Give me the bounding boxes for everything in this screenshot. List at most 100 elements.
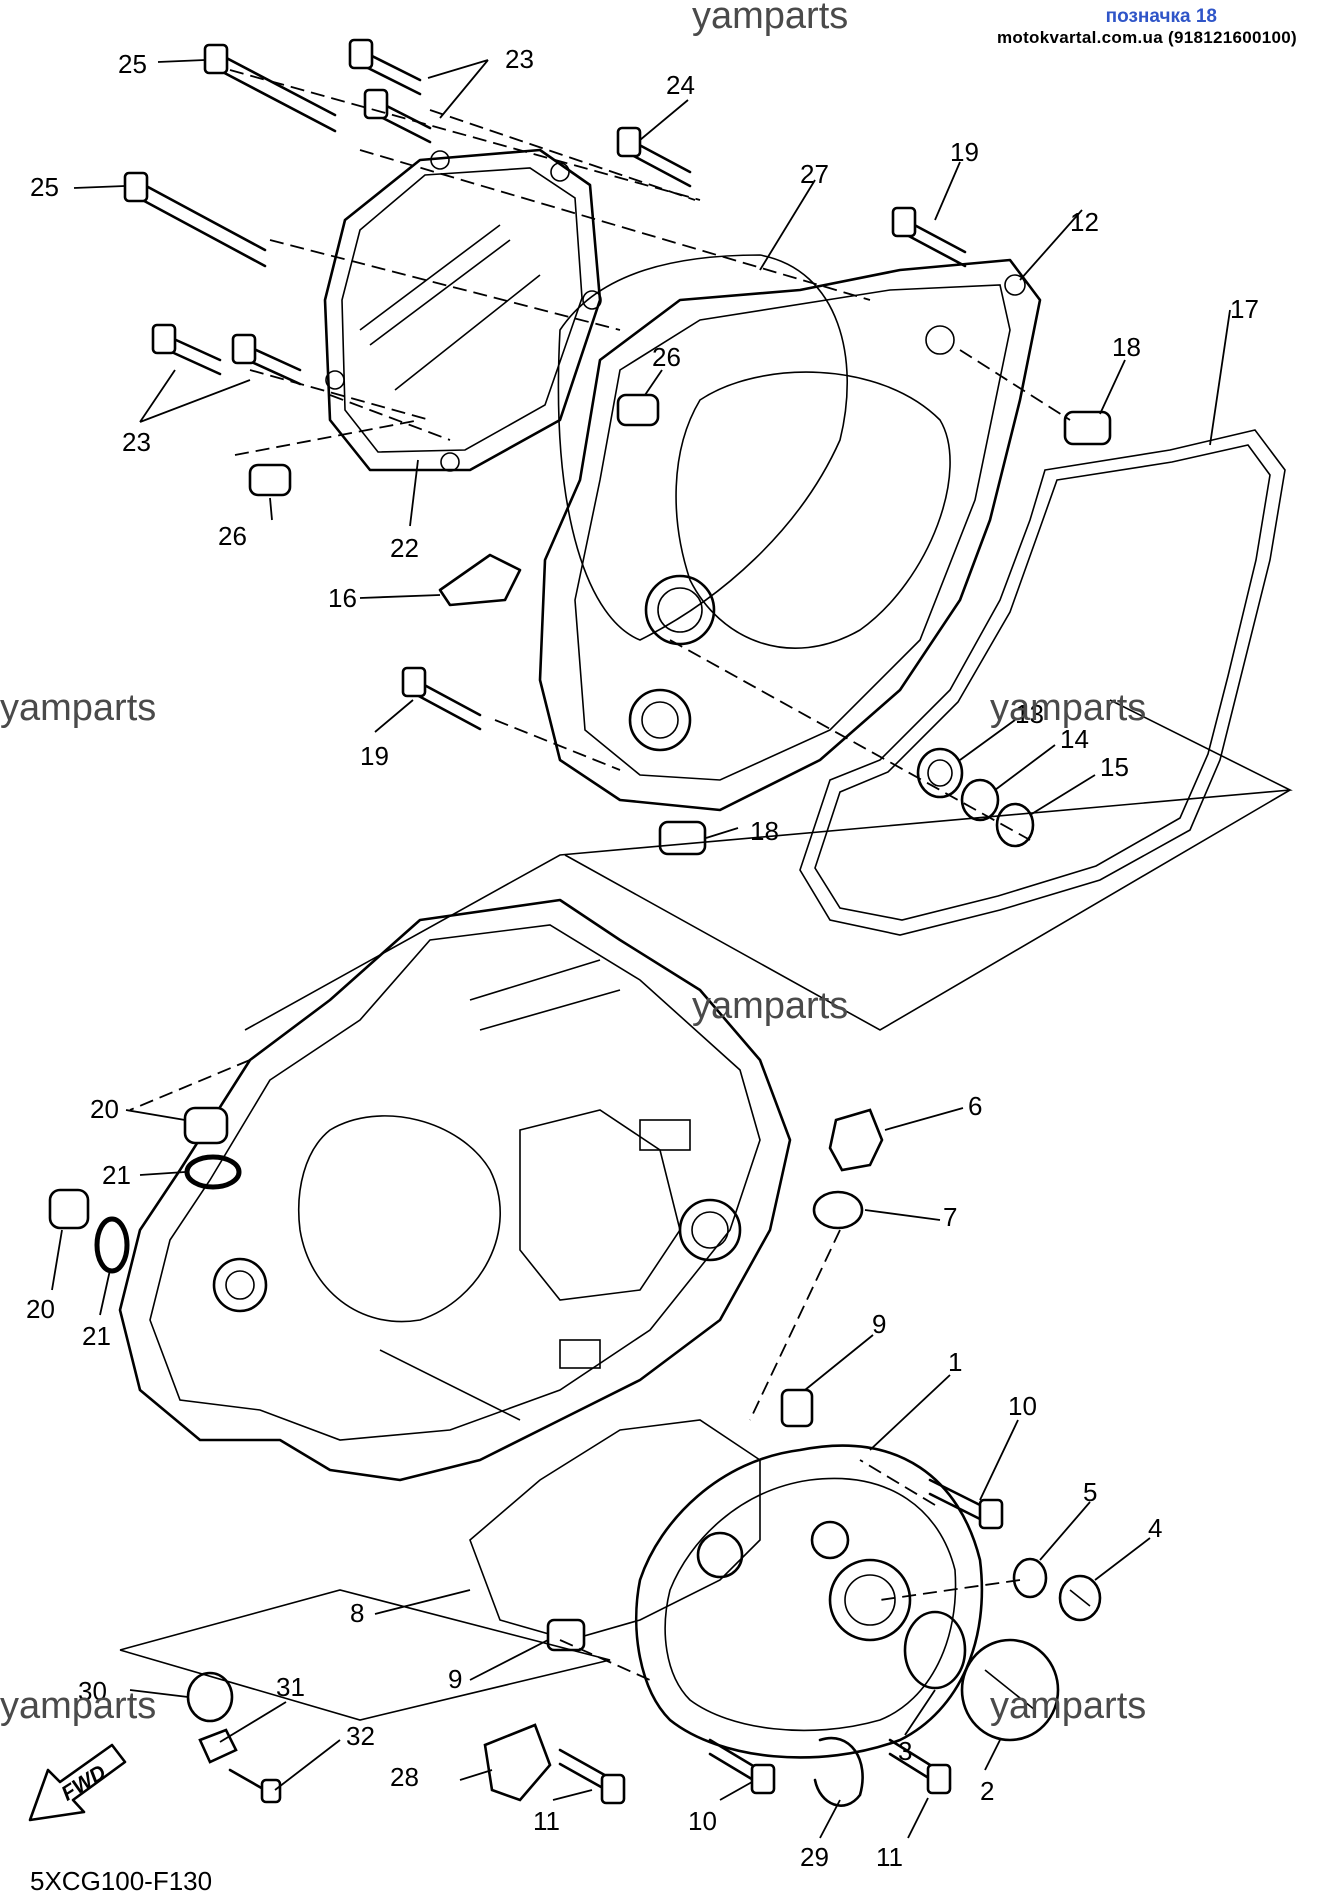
reference-lines (129, 69, 1071, 1681)
washer-14 (960, 778, 1000, 822)
bolt-10-a (928, 1478, 1004, 1530)
clamp-29 (813, 1736, 864, 1807)
seal-13 (916, 747, 964, 799)
cover-gasket-27 (557, 254, 849, 641)
callout-19: 19 (360, 741, 389, 771)
callout-11: 11 (533, 1806, 560, 1836)
callout-19: 19 (950, 137, 979, 167)
oring-5 (1012, 1557, 1048, 1599)
callout-11: 11 (876, 1842, 903, 1872)
circlip-15 (995, 802, 1035, 848)
diagram-code: 5XCG100-F130 (30, 1866, 213, 1896)
callout-4: 4 (1148, 1513, 1162, 1543)
callout-15: 15 (1100, 752, 1129, 782)
watermark: yamparts (692, 985, 848, 1027)
callout-13: 13 (1015, 699, 1044, 729)
bolt-25-a (203, 43, 337, 133)
callout-10: 10 (688, 1806, 717, 1836)
crankcase (118, 898, 792, 1482)
callout-17: 17 (1230, 294, 1259, 324)
outline-frames (119, 699, 1293, 1721)
clutch-cover-outer (323, 148, 602, 472)
callout-25: 25 (30, 172, 59, 202)
callout-30: 30 (78, 1676, 107, 1706)
magneto-cover-1 (634, 1444, 984, 1759)
callout-20: 20 (26, 1294, 55, 1324)
callout-22: 22 (390, 533, 419, 563)
oring-7 (812, 1190, 864, 1230)
watermark: yamparts (0, 687, 156, 729)
fwd-label: FWD (57, 1761, 110, 1806)
callout-18: 18 (1112, 332, 1141, 362)
watermark: yamparts (990, 687, 1146, 729)
callout-26: 26 (218, 521, 247, 551)
dowel-20-a (183, 1106, 229, 1145)
callout-1: 1 (948, 1347, 962, 1377)
oring-21-a (184, 1154, 242, 1190)
dowel-18-b (658, 820, 707, 856)
callout-20: 20 (90, 1094, 119, 1124)
oring-3 (903, 1610, 967, 1690)
callout-32: 32 (346, 1721, 375, 1751)
callout-12: 12 (1070, 207, 1099, 237)
bolt-11-a (558, 1748, 626, 1805)
crankcase-cover-12 (538, 258, 1042, 812)
callout-29: 29 (800, 1842, 829, 1872)
callout-6: 6 (968, 1091, 982, 1121)
callout-31: 31 (276, 1672, 305, 1702)
callout-25: 25 (118, 49, 147, 79)
dowel-26-a (616, 393, 660, 427)
bolt-10-b (708, 1738, 776, 1795)
crankcase-cover-gasket-17 (799, 429, 1286, 936)
callout-14: 14 (1060, 724, 1089, 754)
callout-23: 23 (505, 44, 534, 74)
dowel-18-a (1063, 410, 1112, 446)
callout-9: 9 (448, 1664, 462, 1694)
magneto-cover-gasket-8 (469, 1419, 761, 1641)
dowel-20-b (48, 1188, 90, 1230)
callout-9: 9 (872, 1309, 886, 1339)
watermarks: yamparts yamparts yamparts yamparts yamp… (0, 0, 1146, 1727)
dowel-26-b (248, 463, 292, 497)
callout-27: 27 (800, 159, 829, 189)
bolt-23-c (151, 323, 222, 376)
callout-10: 10 (1008, 1391, 1037, 1421)
clamp-28 (483, 1723, 552, 1802)
callout-7: 7 (943, 1202, 957, 1232)
bolt-11-b (888, 1738, 952, 1795)
leader-lines (51, 59, 1231, 1839)
bolt-25-b (123, 171, 267, 268)
fwd-arrow-icon: FWD (28, 1743, 127, 1822)
watermark: yamparts (990, 1685, 1146, 1727)
bolt-19-b (401, 666, 482, 731)
header-label: позначка 18 (1105, 6, 1217, 27)
bolt-23-d (231, 333, 302, 386)
callout-8: 8 (350, 1598, 364, 1628)
callout-21: 21 (82, 1321, 111, 1351)
callout-5: 5 (1083, 1477, 1097, 1507)
watermark: yamparts (692, 0, 848, 37)
callout-labels: 25 23 24 25 27 19 12 17 18 26 23 26 22 1… (26, 44, 1259, 1872)
callout-16: 16 (328, 583, 357, 613)
callout-18: 18 (750, 816, 779, 846)
callout-2: 2 (980, 1776, 994, 1806)
oring-21-b (94, 1216, 130, 1274)
plug-6 (828, 1108, 884, 1172)
callout-28: 28 (390, 1762, 419, 1792)
callout-21: 21 (102, 1160, 131, 1190)
callout-26: 26 (652, 342, 681, 372)
dowel-9-a (780, 1388, 814, 1428)
bolt-19-a (891, 206, 967, 268)
dowel-9-b (546, 1618, 586, 1652)
bolt-32 (228, 1768, 282, 1804)
plug-2 (960, 1638, 1060, 1742)
header-site: motokvartal.com.ua (918121600100) (996, 28, 1297, 47)
bolt-23-a (348, 38, 422, 96)
plug-4 (1058, 1574, 1102, 1622)
callout-3: 3 (898, 1736, 912, 1766)
callout-24: 24 (666, 70, 695, 100)
callout-23: 23 (122, 427, 151, 457)
bolt-24 (616, 126, 692, 188)
fitting-16 (438, 553, 522, 607)
